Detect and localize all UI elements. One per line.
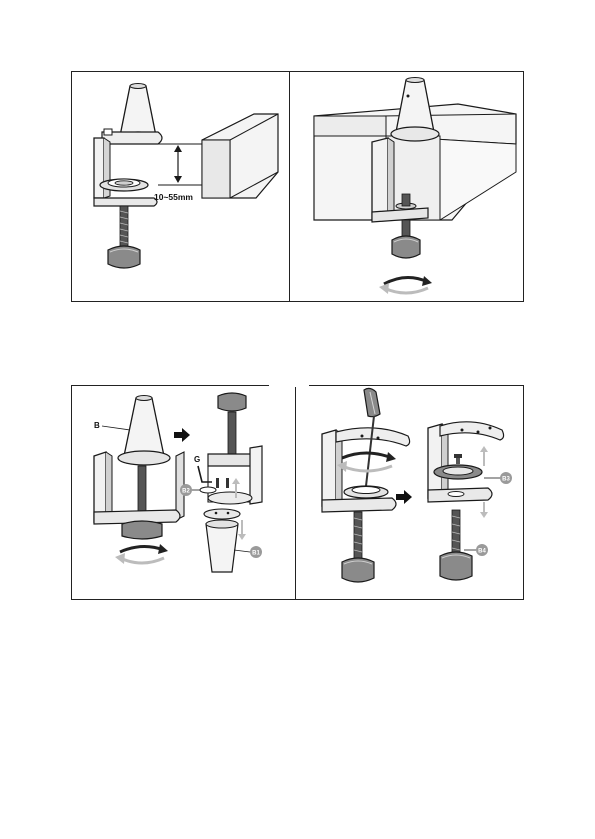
label-b: B — [94, 421, 100, 430]
screw-assembly-illustration: B3 B4 — [296, 386, 521, 598]
clamp-mounted-illustration — [290, 72, 521, 300]
badge-b1-text: B1 — [252, 551, 260, 557]
dimension-label: 10~55mm — [154, 192, 193, 202]
clamp-dimension-illustration: 10~55mm — [72, 72, 289, 300]
badge-b4-text: B4 — [478, 549, 486, 555]
badge-b2-text: B2 — [182, 489, 190, 495]
pole-removal-illustration: B G B2 B1 — [72, 386, 295, 598]
badge-b3-text: B3 — [502, 477, 510, 483]
label-g: G — [194, 455, 200, 464]
